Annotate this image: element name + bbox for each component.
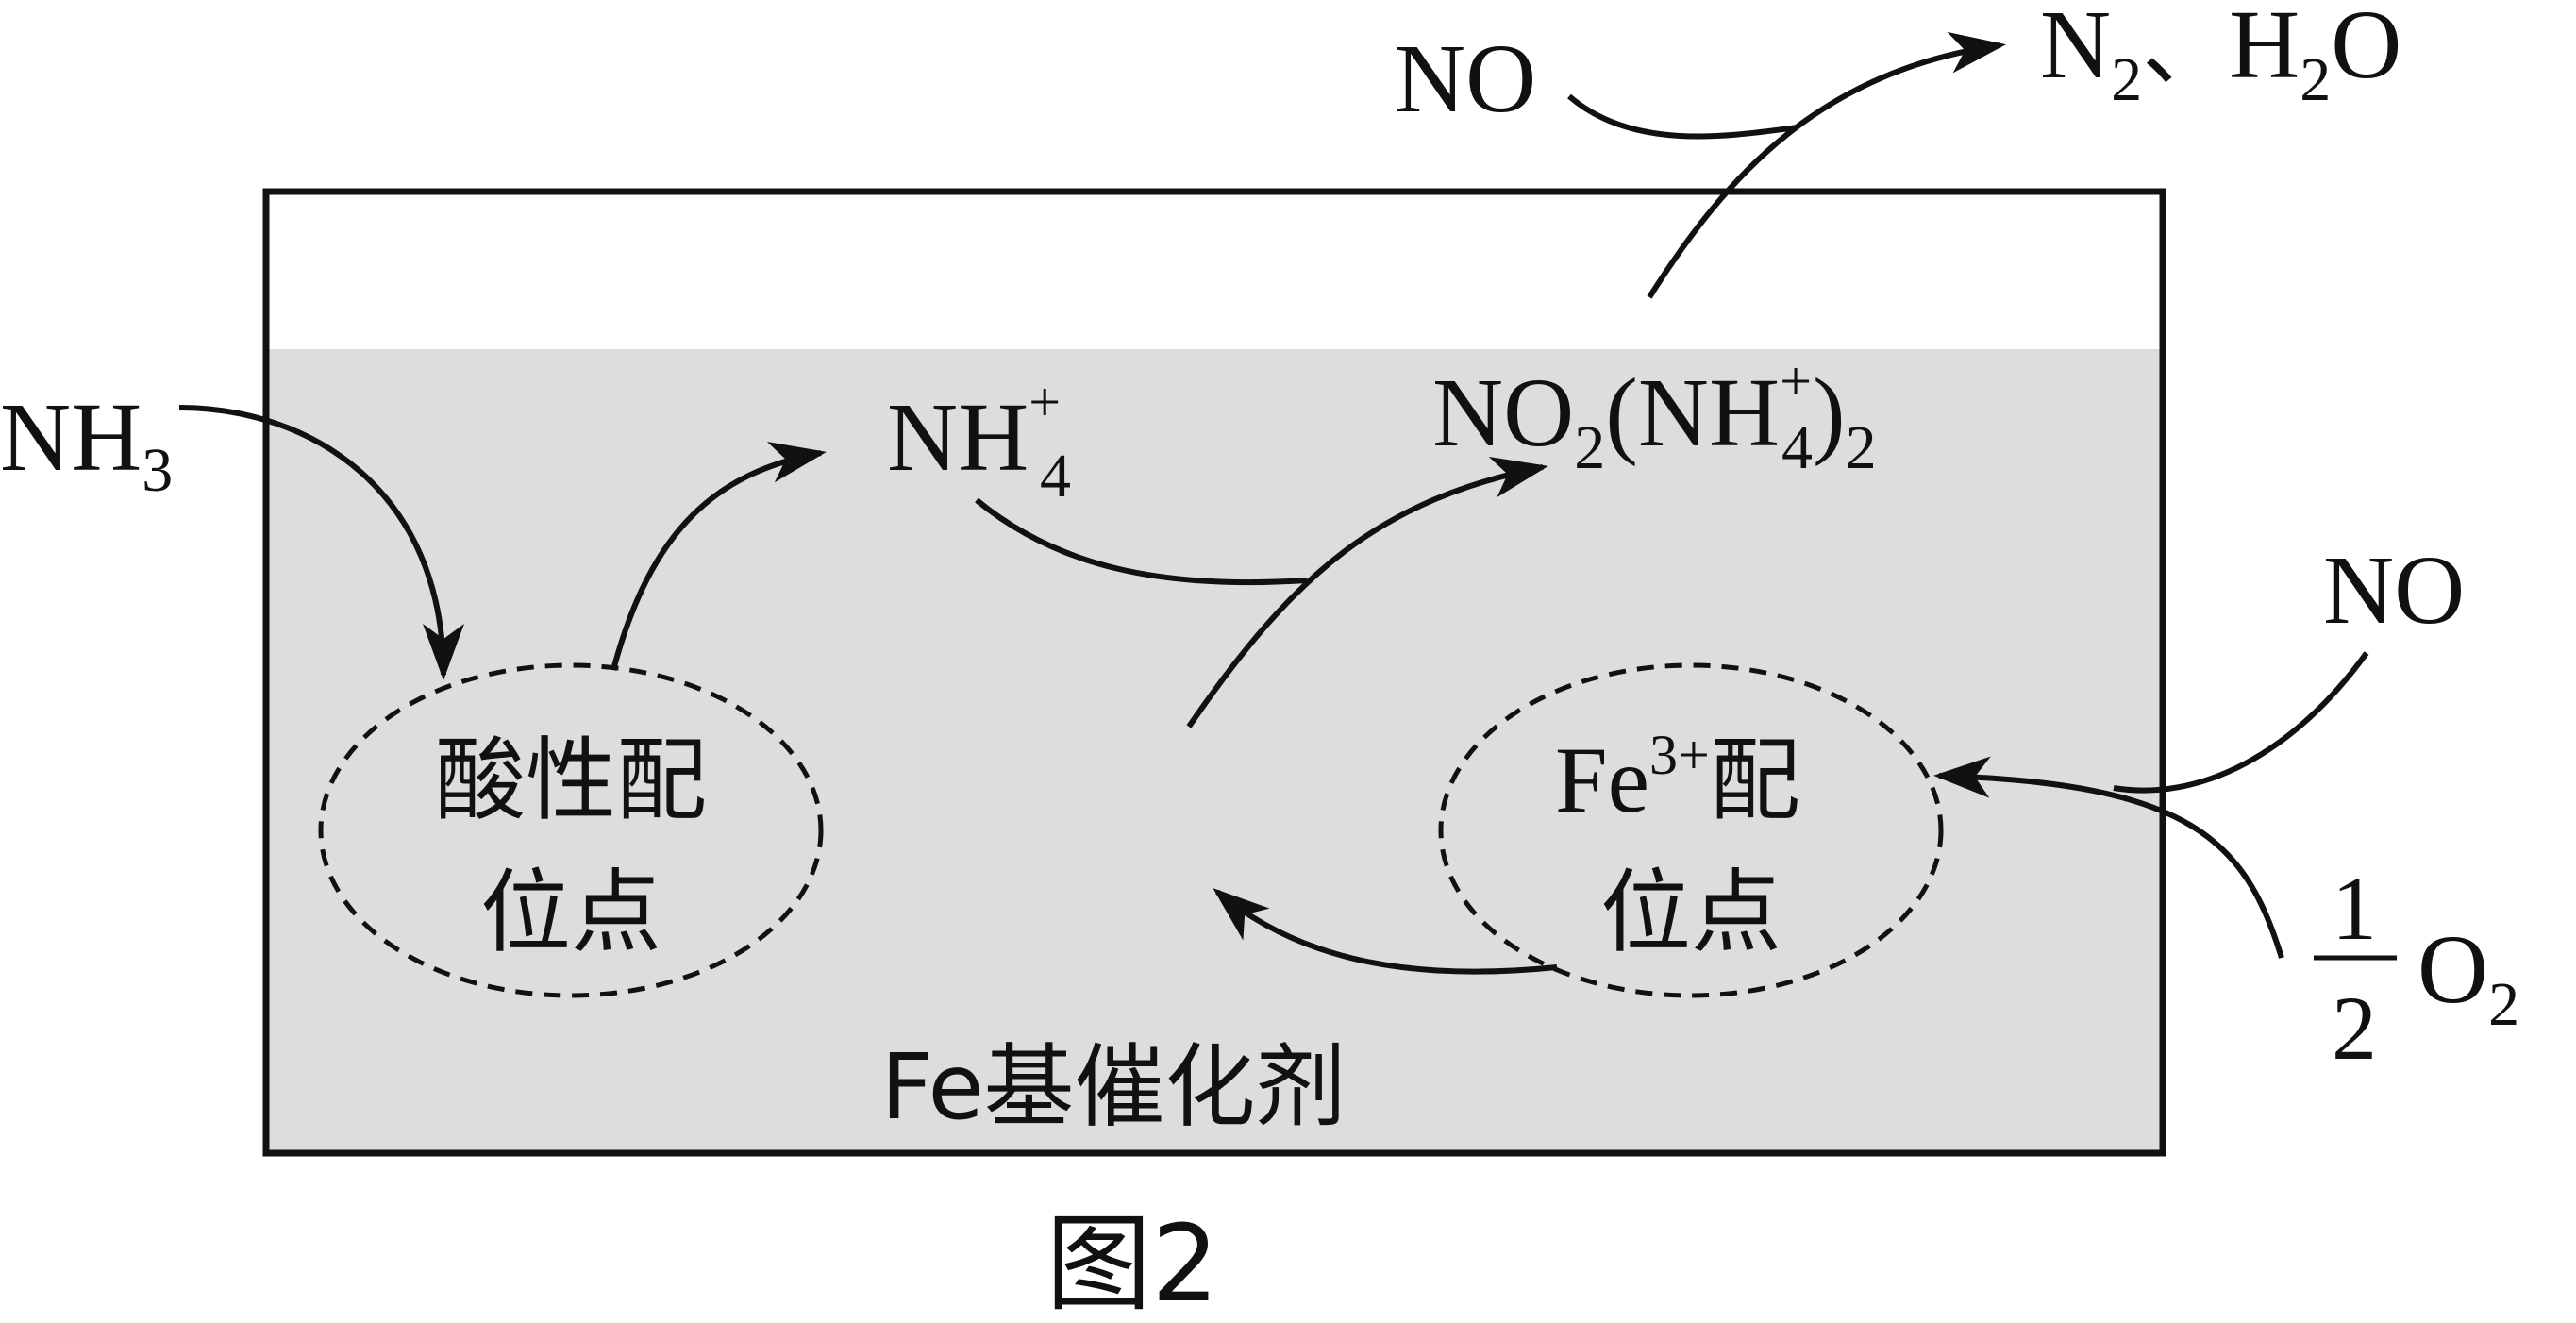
no-right-label: NO <box>2323 536 2465 645</box>
catalyst-label: Fe基催化剂 <box>880 1034 1346 1140</box>
figure-label: 图2 <box>1045 1203 1218 1323</box>
nh3-label: NH3 <box>0 383 173 505</box>
arrow-nh4-to-merge <box>975 497 1308 586</box>
fe-site-label-line1: Fe3+配 <box>1555 724 1800 833</box>
fe-site-label-line2: 位点 <box>1600 860 1781 965</box>
catalyst-layer <box>266 349 2163 1153</box>
no-top-label: NO <box>1395 25 1536 133</box>
arrow-no-right-merge <box>2113 651 2369 794</box>
o2-fraction-denominator: 2 <box>2332 978 2377 1079</box>
arrow-acid-site-to-nh4 <box>611 442 827 671</box>
arrow-complex-to-products <box>1647 31 2006 299</box>
arrow-to-no2-complex <box>1186 457 1548 728</box>
arrow-nh3-to-acid-site <box>178 405 464 680</box>
products-label: N2、H2O <box>2040 0 2401 114</box>
acid-site-label-line1: 酸性配 <box>435 728 707 833</box>
reactor-frame <box>262 188 2166 1157</box>
o2-fraction-numerator: 1 <box>2332 858 2377 959</box>
nh4-label: NH+4 <box>887 371 1071 511</box>
no2-nh4-complex-label: NO2(NH+4)2 <box>1432 350 1877 482</box>
acid-site-ellipse <box>318 662 824 998</box>
arrow-fe-site-to-center <box>1213 888 1558 975</box>
acid-site-label-line2: 位点 <box>480 860 661 965</box>
arrow-o2-to-fe-site <box>1933 756 2284 959</box>
o2-label: O2 <box>2417 915 2519 1039</box>
arrow-no-top-merge <box>1567 93 1798 140</box>
fe-site-ellipse <box>1438 662 1944 998</box>
